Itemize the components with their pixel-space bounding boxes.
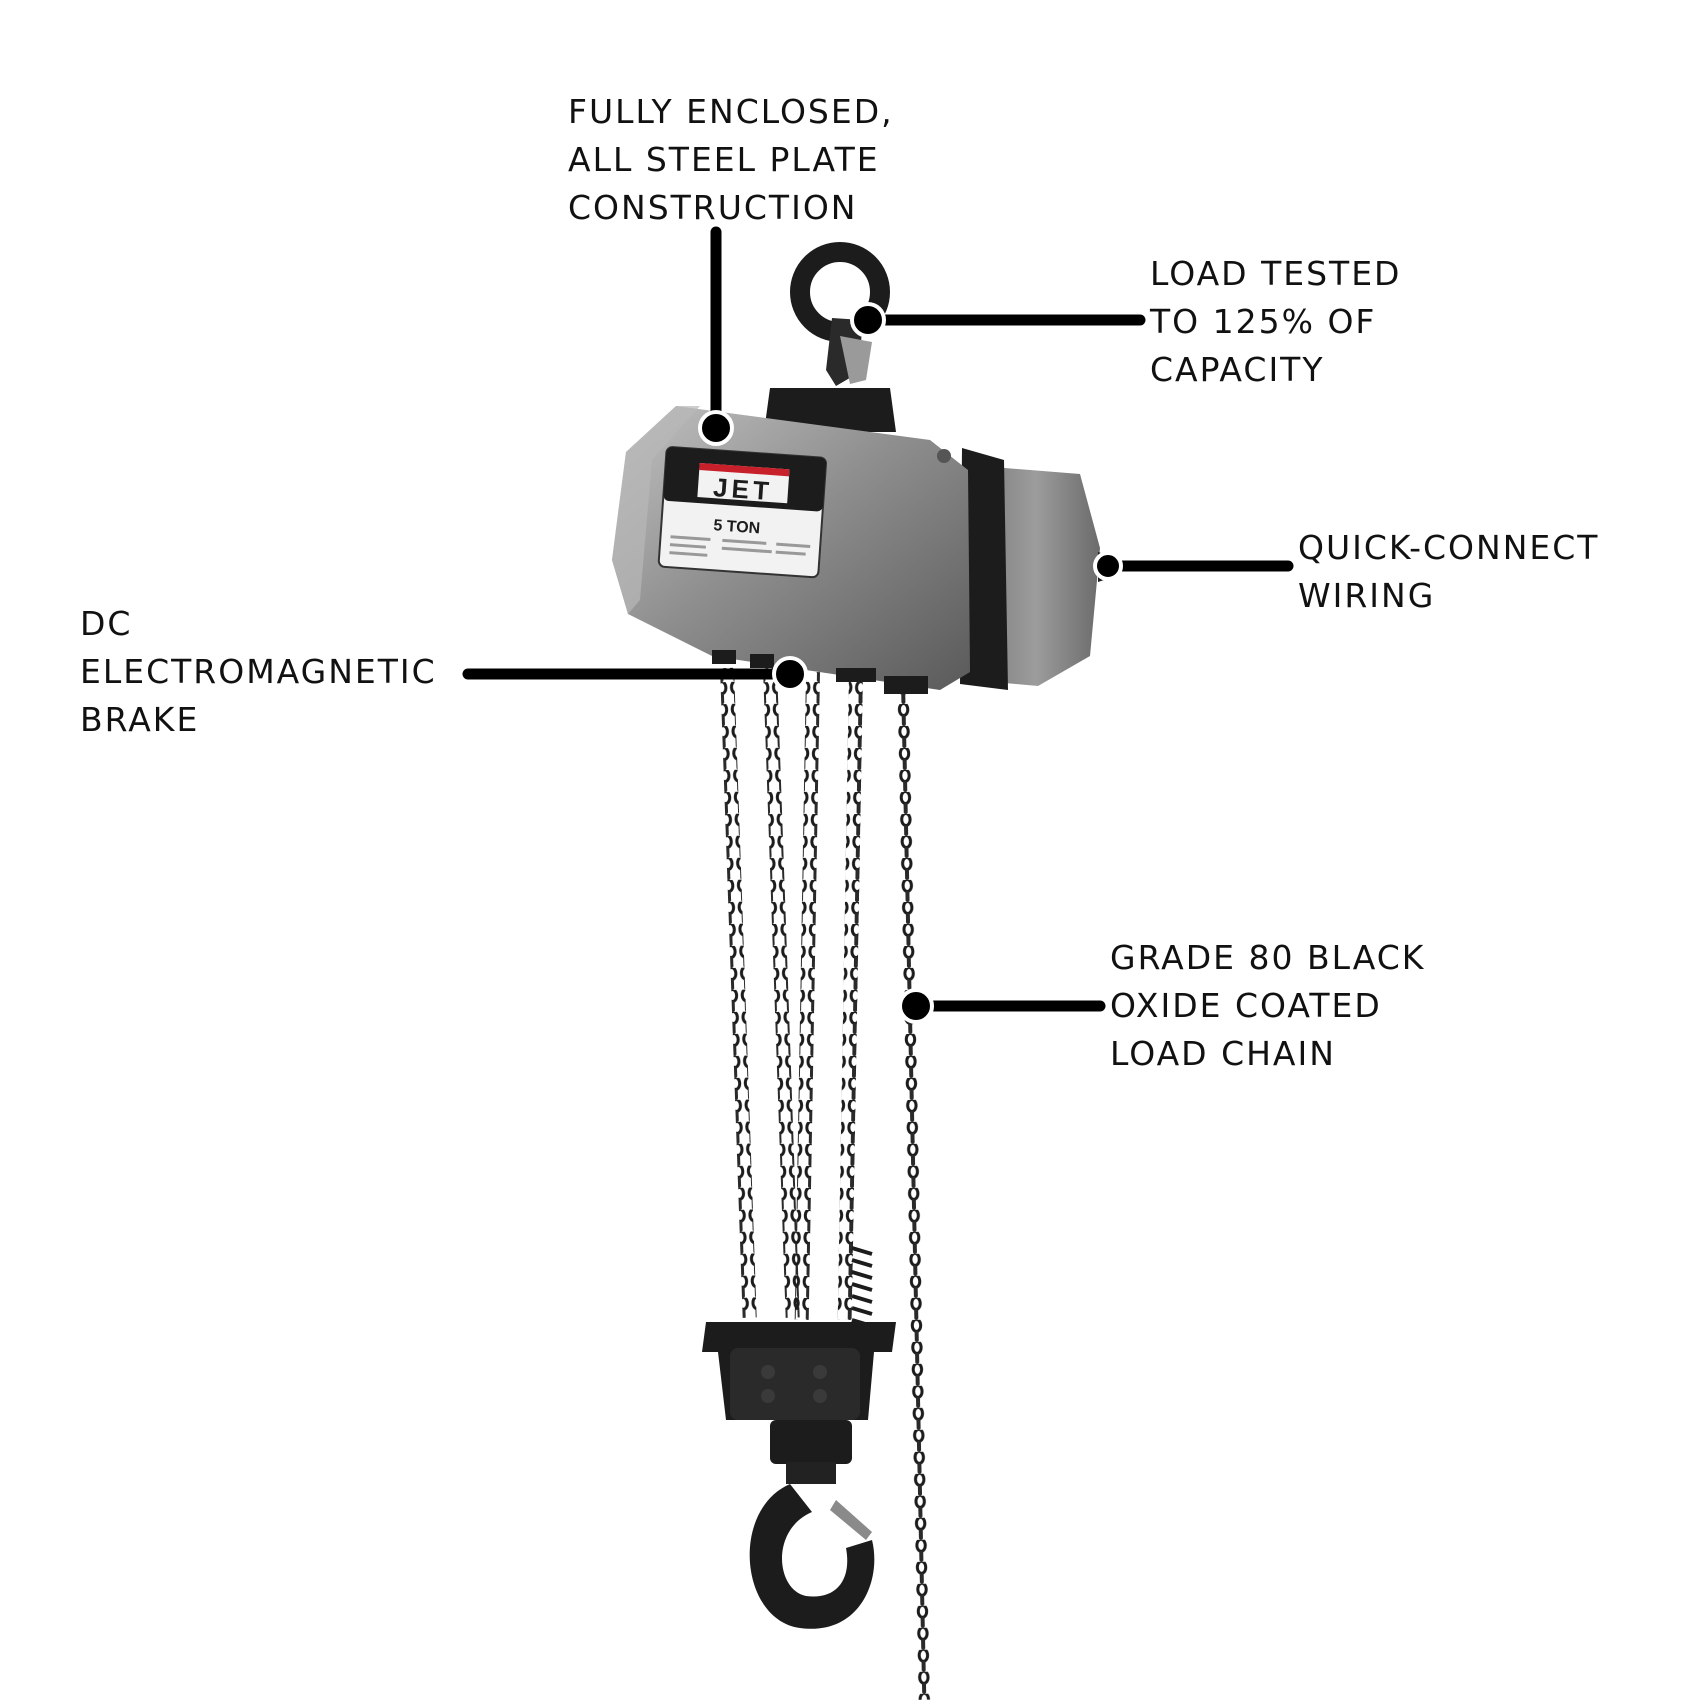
callout-line: LOAD CHAIN	[1110, 1034, 1336, 1073]
callout-quick-connect: QUICK-CONNECT WIRING	[1298, 524, 1599, 620]
chain-strand	[896, 681, 932, 1700]
callout-line: LOAD TESTED	[1150, 254, 1402, 293]
chain-spring	[851, 1246, 873, 1328]
top-hook	[764, 242, 896, 432]
callout-line: FULLY ENCLOSED,	[568, 92, 894, 131]
chain-strand	[837, 671, 863, 1321]
callout-line: BRAKE	[80, 700, 200, 739]
jet-logo: JET	[712, 472, 774, 506]
name-plate: JET 5 TON	[657, 446, 828, 579]
brand-stripe	[699, 463, 790, 477]
callout-brake: DC ELECTROMAGNETIC BRAKE	[80, 600, 437, 744]
callout-steel-construction: FULLY ENCLOSED, ALL STEEL PLATE CONSTRUC…	[568, 88, 894, 232]
chain-strand	[763, 667, 800, 1318]
chain-strand	[720, 667, 757, 1318]
leader-enclosed-dot	[698, 410, 734, 446]
callout-line: TO 125% OF	[1150, 302, 1377, 341]
callout-line: ALL STEEL PLATE	[568, 140, 880, 179]
callout-line: DC	[80, 604, 133, 643]
callout-line: CONSTRUCTION	[568, 188, 858, 227]
callout-line: WIRING	[1298, 576, 1436, 615]
callout-line: GRADE 80 BLACK	[1110, 938, 1426, 977]
leader-tested-dot	[850, 302, 886, 338]
load-chain	[720, 667, 932, 1700]
leader-chain-dot	[898, 988, 934, 1024]
callout-line: QUICK-CONNECT	[1298, 528, 1600, 567]
bottom-hook-block	[702, 1322, 896, 1629]
leader-wiring-dot	[1093, 551, 1123, 581]
callout-load-chain: GRADE 80 BLACK OXIDE COATED LOAD CHAIN	[1110, 934, 1425, 1078]
callout-load-tested: LOAD TESTED TO 125% OF CAPACITY	[1150, 250, 1401, 394]
callout-line: OXIDE COATED	[1110, 986, 1382, 1025]
leader-lines	[462, 226, 1294, 1024]
callout-line: CAPACITY	[1150, 350, 1325, 389]
leader-brake-dot	[772, 656, 808, 692]
chain-strand	[794, 671, 820, 1321]
callout-line: ELECTROMAGNETIC	[80, 652, 437, 691]
capacity-label: 5 TON	[713, 517, 761, 537]
